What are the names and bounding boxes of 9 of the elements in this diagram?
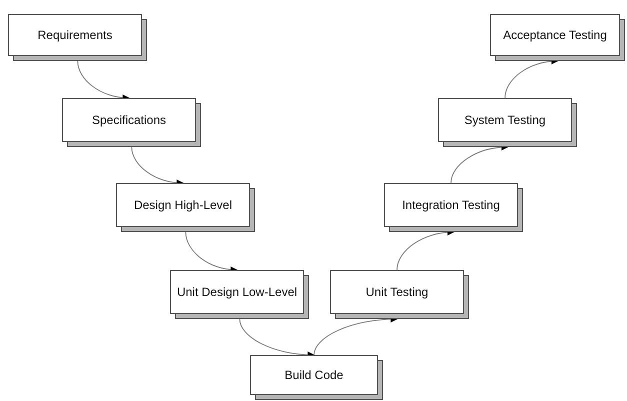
step-label: Integration Testing [384, 183, 518, 227]
step-label: Specifications [62, 98, 196, 142]
step-label: Unit Design Low-Level [170, 270, 304, 314]
step-label: Design High-Level [116, 183, 250, 227]
step-label: Unit Testing [330, 270, 464, 314]
step-label: System Testing [438, 98, 572, 142]
step-label: Requirements [8, 14, 142, 56]
step-label: Acceptance Testing [490, 14, 620, 56]
step-label: Build Code [250, 355, 378, 395]
